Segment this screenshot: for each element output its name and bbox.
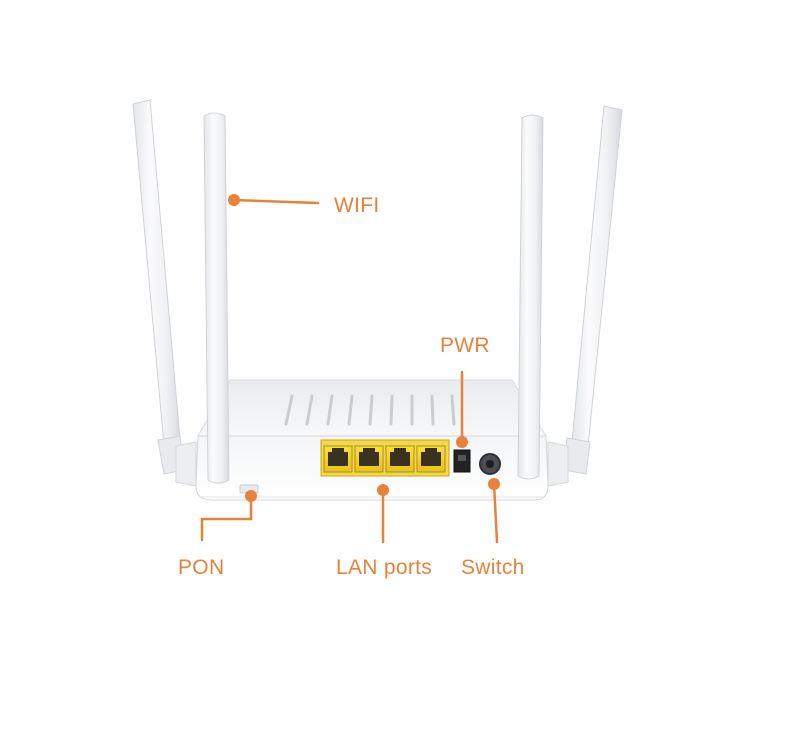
antenna-right-outer — [563, 105, 623, 475]
callout-leaders — [200, 194, 500, 544]
switch-label: Switch — [461, 556, 525, 579]
lan-port — [385, 445, 415, 473]
antenna-left-front — [203, 112, 230, 484]
lan-port — [323, 445, 353, 473]
wifi-leader — [228, 194, 320, 206]
pwr-label: PWR — [440, 334, 490, 357]
power-switch — [453, 449, 471, 473]
lan-ports-label: LAN ports — [336, 556, 433, 579]
vent-slots — [284, 394, 456, 426]
power-jack — [479, 453, 501, 475]
lan-ports-block — [320, 439, 450, 477]
switch-leader — [488, 478, 500, 544]
pon-leader — [200, 490, 257, 542]
lan-port — [416, 445, 446, 473]
lan-port — [354, 445, 384, 473]
pon-label: PON — [178, 556, 225, 579]
wifi-label: WIFI — [334, 194, 380, 217]
antenna-right-front — [517, 114, 544, 480]
lan-leader — [377, 484, 389, 544]
pwr-leader — [456, 370, 468, 448]
antenna-left-outer — [132, 99, 185, 475]
